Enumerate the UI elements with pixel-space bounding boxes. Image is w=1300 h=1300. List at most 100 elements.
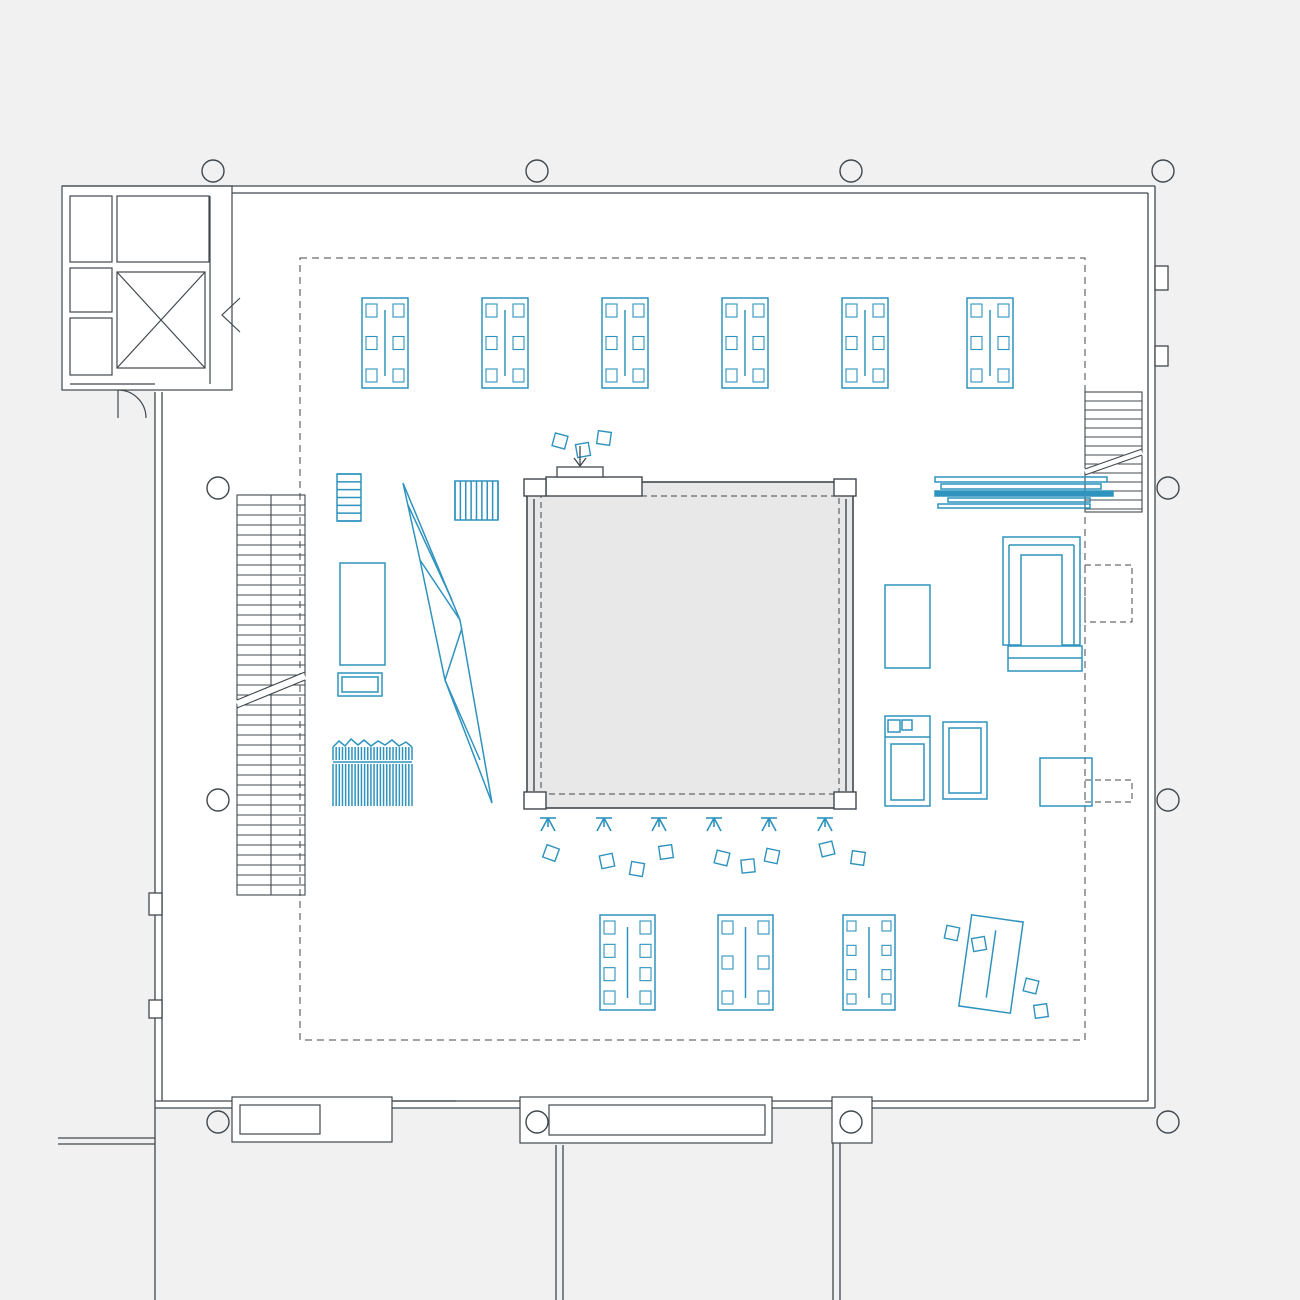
seat (752, 335, 765, 351)
workshop-table-n3-top (601, 297, 649, 389)
stair-break-mask (235, 672, 307, 708)
left-wall-niche (148, 892, 163, 916)
column (206, 788, 230, 812)
right-wall-niche (1154, 345, 1169, 367)
workshop-table-n1-top (361, 297, 409, 389)
seat (845, 368, 858, 383)
atrium-post (523, 478, 547, 497)
seat (639, 943, 652, 958)
seat (365, 368, 378, 383)
stool (849, 849, 867, 867)
atrium-post (833, 791, 857, 810)
seat (605, 335, 618, 351)
stool (1022, 977, 1040, 995)
stool (970, 935, 988, 953)
workshop-table-s4-axis (985, 930, 997, 998)
atrium-post (833, 478, 857, 497)
seat (721, 955, 734, 970)
seat (872, 368, 885, 383)
seat (632, 303, 645, 318)
seat (603, 920, 616, 935)
seat (632, 368, 645, 383)
seat (632, 335, 645, 351)
core-outline (61, 185, 233, 391)
void-outline-dashed (1084, 779, 1133, 803)
workshop-table-n6-top (966, 297, 1014, 389)
stool (657, 843, 675, 861)
easel-marker-leg (651, 817, 660, 832)
seat (365, 335, 378, 351)
seat (872, 335, 885, 351)
stool (713, 849, 731, 867)
platform (1039, 757, 1093, 807)
stair-break (1084, 448, 1143, 470)
right-wall-niche (1154, 265, 1169, 291)
core-room (69, 317, 113, 376)
core-room (69, 195, 113, 263)
model-skyline (332, 737, 413, 748)
seat (725, 335, 738, 351)
display-case (884, 584, 931, 669)
exhibit-plinth-inner (341, 676, 379, 693)
seat (392, 303, 405, 318)
column (1156, 788, 1180, 812)
seat (603, 943, 616, 958)
door-swing (117, 389, 147, 419)
easel-marker-leg (713, 817, 722, 832)
easel-marker-leg (817, 817, 826, 832)
plank (947, 497, 1091, 503)
stool (598, 852, 616, 870)
seat (512, 303, 525, 318)
seat (725, 368, 738, 383)
column (1156, 1110, 1180, 1134)
seat (639, 967, 652, 982)
stool (628, 860, 646, 878)
column (1156, 476, 1180, 500)
seat (881, 993, 892, 1005)
workshop-table-s2-top (717, 914, 774, 1011)
seat (752, 368, 765, 383)
workshop-table-n6 (966, 297, 1014, 389)
truss-member (444, 627, 463, 681)
workshop-table-n5 (841, 297, 889, 389)
exhibition-boundary-dashed (299, 257, 1086, 1041)
seat (846, 993, 857, 1005)
void-outline-dashed (1084, 564, 1133, 623)
stool (551, 432, 569, 450)
entrance-canopy-west (231, 1096, 393, 1143)
easel-marker-leg (547, 817, 556, 832)
entry-arrow-head (573, 457, 587, 468)
stool (818, 840, 836, 858)
stool (740, 858, 756, 874)
column (206, 1110, 230, 1134)
kiosk-detail (887, 719, 901, 733)
seat (512, 368, 525, 383)
column (1151, 159, 1175, 183)
column (839, 159, 863, 183)
seat (846, 920, 857, 932)
atrium-beam (545, 476, 643, 497)
column (525, 1110, 549, 1134)
seat (485, 335, 498, 351)
stair-break (236, 679, 306, 709)
elevator-shaft (116, 271, 206, 369)
easel-marker-leg (603, 817, 612, 832)
stool (595, 429, 613, 447)
seat (845, 303, 858, 318)
seat (970, 303, 983, 318)
seat (603, 967, 616, 982)
kiosk-inner (890, 743, 925, 801)
plank (934, 476, 1108, 483)
exhibit-table (339, 562, 386, 666)
easel-marker-leg (768, 817, 777, 832)
exhibit-frame (1002, 536, 1081, 646)
stool (943, 924, 961, 942)
workshop-table-n4 (721, 297, 769, 389)
seat (365, 303, 378, 318)
kiosk-detail (901, 719, 913, 731)
truss-member (407, 504, 453, 601)
workshop-table-s3-top (842, 914, 896, 1011)
entrance-canopy-south (519, 1096, 773, 1144)
stair-break-mask (1083, 448, 1144, 476)
left-wall-niche (148, 999, 163, 1019)
